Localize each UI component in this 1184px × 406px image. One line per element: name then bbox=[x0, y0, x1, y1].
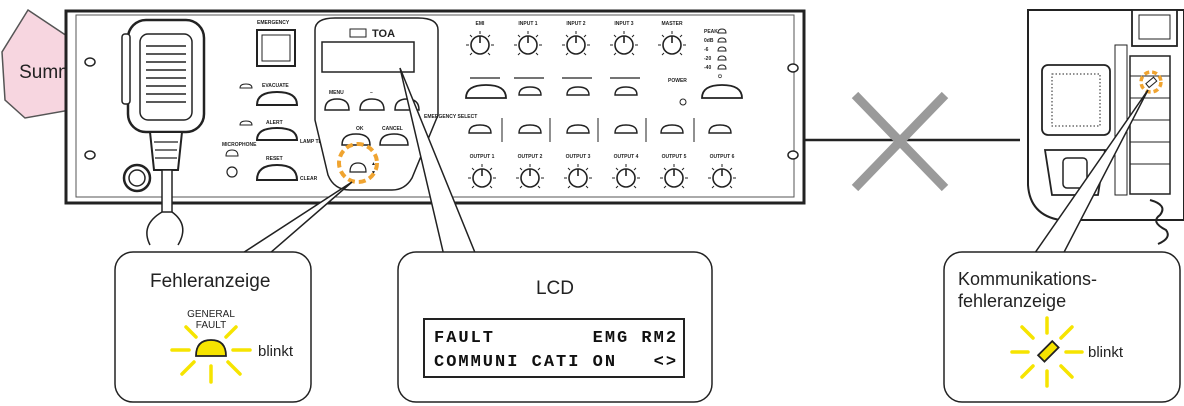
svg-text:0dB: 0dB bbox=[704, 38, 714, 44]
remote-station bbox=[1027, 9, 1184, 245]
power-label: POWER bbox=[668, 78, 687, 84]
svg-text:-40: -40 bbox=[704, 65, 711, 71]
comm-callout-box bbox=[943, 251, 1181, 403]
microphone-label: MICROPHONE bbox=[222, 142, 257, 148]
lcd-line-2: COMMUNI CATI ON <> bbox=[434, 353, 678, 372]
rack-hole-tl bbox=[84, 57, 96, 67]
comm-callout-title-line2: fehleranzeige bbox=[958, 291, 1066, 311]
output-label-6: OUTPUT 6 bbox=[710, 154, 735, 160]
microphone-jack bbox=[122, 163, 152, 193]
alert-button[interactable] bbox=[255, 126, 299, 141]
master-label: MASTER bbox=[661, 21, 683, 27]
output-select-button-6[interactable] bbox=[708, 124, 732, 134]
svg-text:▼: ▼ bbox=[371, 170, 376, 176]
lcd-line-1: FAULT EMG RM2 bbox=[434, 329, 678, 348]
output-label-2: OUTPUT 2 bbox=[518, 154, 543, 160]
output-label-5: OUTPUT 5 bbox=[662, 154, 687, 160]
menu-button[interactable] bbox=[324, 98, 350, 111]
svg-text:PEAK: PEAK bbox=[704, 29, 718, 35]
general-fault-led bbox=[349, 162, 367, 173]
rack-hole-tr bbox=[787, 63, 799, 73]
evacuate-button[interactable] bbox=[255, 90, 299, 106]
lcd-callout-title: LCD bbox=[536, 278, 574, 299]
input-label-1: INPUT 1 bbox=[518, 21, 537, 27]
rack-hole-bl bbox=[84, 150, 96, 160]
input-label-2: INPUT 2 bbox=[566, 21, 585, 27]
output-select-button-3[interactable] bbox=[566, 124, 590, 134]
comm-blink-status: blinkt bbox=[1088, 344, 1124, 361]
comm-fault-led bbox=[1145, 76, 1158, 89]
reset-button[interactable] bbox=[255, 163, 299, 181]
output-select-row bbox=[468, 118, 732, 142]
cancel-button[interactable] bbox=[379, 133, 409, 146]
output-select-button-4[interactable] bbox=[614, 124, 638, 134]
input-select-button-1[interactable] bbox=[518, 86, 542, 96]
fault-blink-status: blinkt bbox=[258, 343, 294, 360]
ok-button[interactable] bbox=[341, 133, 371, 146]
power-button[interactable] bbox=[701, 84, 743, 99]
emergency-label: EMERGENCY bbox=[257, 20, 290, 26]
svg-text:-20: -20 bbox=[704, 56, 711, 62]
level-meter: PEAK 0dB -6 -20 -40 bbox=[704, 28, 727, 71]
svg-text:-6: -6 bbox=[704, 47, 709, 53]
svg-text:⏻: ⏻ bbox=[718, 74, 722, 80]
broken-connection-cross-icon bbox=[851, 91, 949, 192]
output-label-3: OUTPUT 3 bbox=[566, 154, 591, 160]
menu-label: MENU bbox=[329, 90, 344, 96]
comm-blink-rays bbox=[1010, 316, 1084, 388]
fault-led-highlight bbox=[337, 142, 379, 184]
blinking-fault-led-icon bbox=[195, 339, 227, 357]
lamp-test-label: LAMP TEST bbox=[300, 139, 328, 145]
ok-label: OK bbox=[356, 126, 364, 132]
cancel-label: CANCEL bbox=[382, 126, 403, 132]
input-label-3: INPUT 3 bbox=[614, 21, 633, 27]
output-label-4: OUTPUT 4 bbox=[614, 154, 639, 160]
reset-label: RESET bbox=[266, 156, 283, 162]
input-select-button-3[interactable] bbox=[614, 86, 638, 96]
emergency-select-label: EMERGENCY SELECT bbox=[424, 114, 477, 120]
output-select-button-5[interactable] bbox=[660, 124, 684, 134]
output-label-1: OUTPUT 1 bbox=[470, 154, 495, 160]
fault-blink-rays bbox=[170, 325, 252, 384]
input-label-emi: EMI bbox=[476, 21, 486, 27]
fault-callout-title: Fehleranzeige bbox=[150, 271, 270, 292]
minus-button[interactable] bbox=[359, 98, 385, 111]
alert-label: ALERT bbox=[266, 120, 283, 126]
lcd-display bbox=[423, 318, 685, 378]
output-select-button-1[interactable] bbox=[468, 124, 492, 134]
clear-label: CLEAR bbox=[300, 176, 318, 182]
svg-text:–: – bbox=[370, 90, 373, 96]
rack-hole-br bbox=[787, 150, 799, 160]
panel-lcd-window bbox=[321, 41, 415, 73]
output-select-button-2[interactable] bbox=[518, 124, 542, 134]
microphone-icon bbox=[121, 18, 206, 246]
fault-callout-box bbox=[114, 251, 312, 403]
comm-led-highlight bbox=[1139, 70, 1163, 94]
comm-callout-title-line1: Kommunikations- bbox=[958, 269, 1097, 289]
microphone-led bbox=[225, 149, 239, 178]
toa-logo: TOA bbox=[372, 28, 395, 40]
power-led bbox=[679, 98, 687, 106]
input-select-button-emi[interactable] bbox=[465, 84, 507, 99]
input-select-button-2[interactable] bbox=[566, 86, 590, 96]
svg-text:▲: ▲ bbox=[371, 161, 376, 167]
evacuate-label: EVACUATE bbox=[262, 83, 289, 89]
blinking-comm-led-icon bbox=[1036, 339, 1060, 363]
